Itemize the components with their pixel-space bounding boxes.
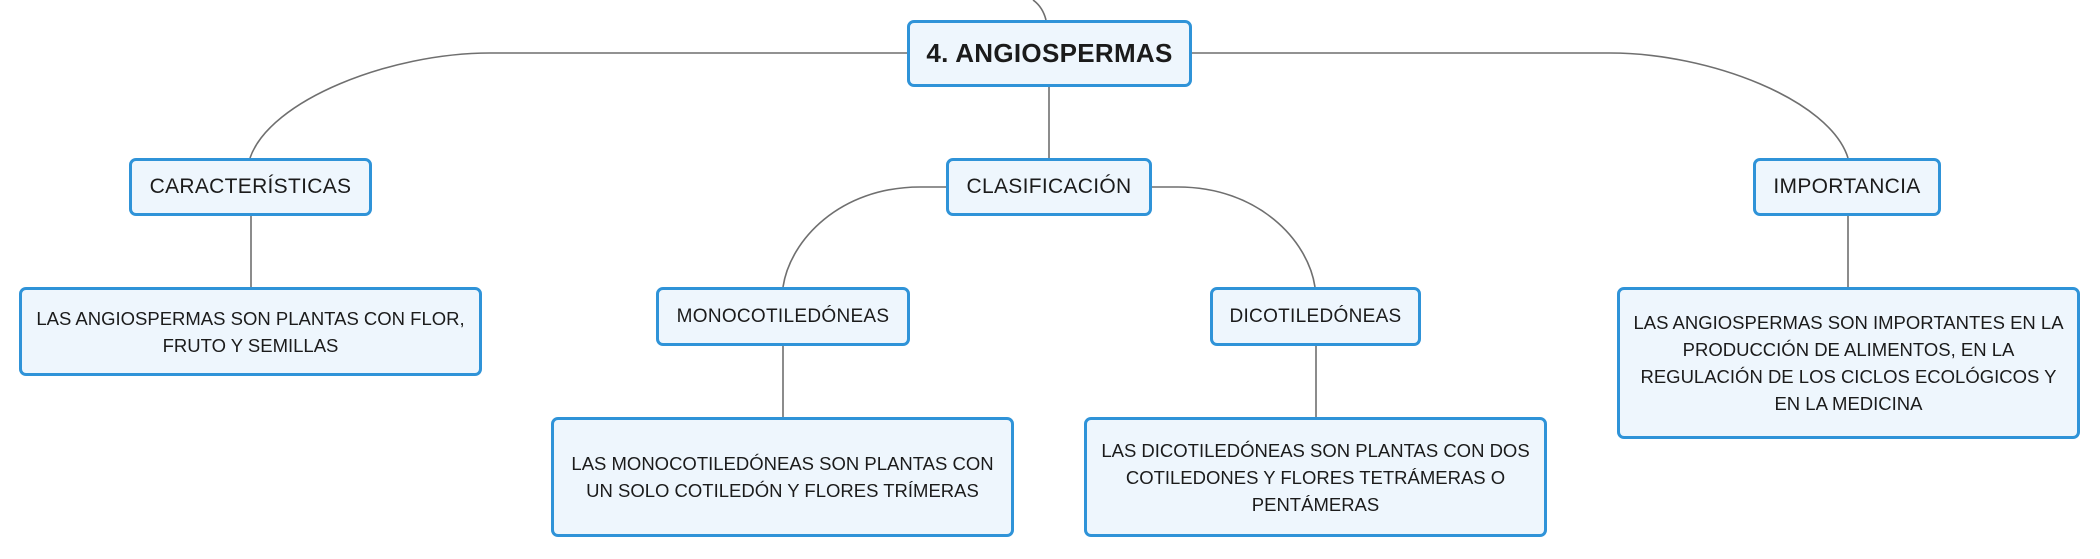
connector-classification-monocots (782, 186, 946, 288)
connector-root-importance (1192, 52, 1849, 159)
monocots-node[interactable]: MONOCOTILEDÓNEAS (656, 287, 910, 346)
importance-label: IMPORTANCIA (1773, 175, 1921, 198)
dicots-description-node[interactable]: LAS DICOTILEDÓNEAS SON PLANTAS CON DOS C… (1084, 417, 1547, 537)
importance-description-node[interactable]: LAS ANGIOSPERMAS SON IMPORTANTES EN LA P… (1617, 287, 2080, 439)
monocots-description-node[interactable]: LAS MONOCOTILEDÓNEAS SON PLANTAS CON UN … (551, 417, 1014, 537)
classification-node[interactable]: CLASIFICACIÓN (946, 158, 1152, 216)
root-label: 4. ANGIOSPERMAS (926, 38, 1173, 68)
characteristics-node[interactable]: CARACTERÍSTICAS (129, 158, 372, 216)
connector-root-characteristics (249, 52, 907, 159)
root-node[interactable]: 4. ANGIOSPERMAS (907, 20, 1192, 87)
monocots-description: LAS MONOCOTILEDÓNEAS SON PLANTAS CON UN … (571, 453, 994, 501)
importance-description: LAS ANGIOSPERMAS SON IMPORTANTES EN LA P… (1633, 312, 2064, 414)
characteristics-label: CARACTERÍSTICAS (149, 175, 352, 198)
dicots-node[interactable]: DICOTILEDÓNEAS (1210, 287, 1421, 346)
connector-parent-root (1032, 0, 1047, 21)
connector-classification-dicots (1152, 186, 1316, 288)
classification-label: CLASIFICACIÓN (966, 175, 1132, 198)
characteristics-description-node[interactable]: LAS ANGIOSPERMAS SON PLANTAS CON FLOR, F… (19, 287, 482, 376)
dicots-label: DICOTILEDÓNEAS (1229, 305, 1402, 327)
importance-node[interactable]: IMPORTANCIA (1753, 158, 1941, 216)
dicots-description: LAS DICOTILEDÓNEAS SON PLANTAS CON DOS C… (1101, 439, 1530, 515)
characteristics-description: LAS ANGIOSPERMAS SON PLANTAS CON FLOR, F… (36, 307, 465, 356)
monocots-label: MONOCOTILEDÓNEAS (676, 305, 890, 327)
